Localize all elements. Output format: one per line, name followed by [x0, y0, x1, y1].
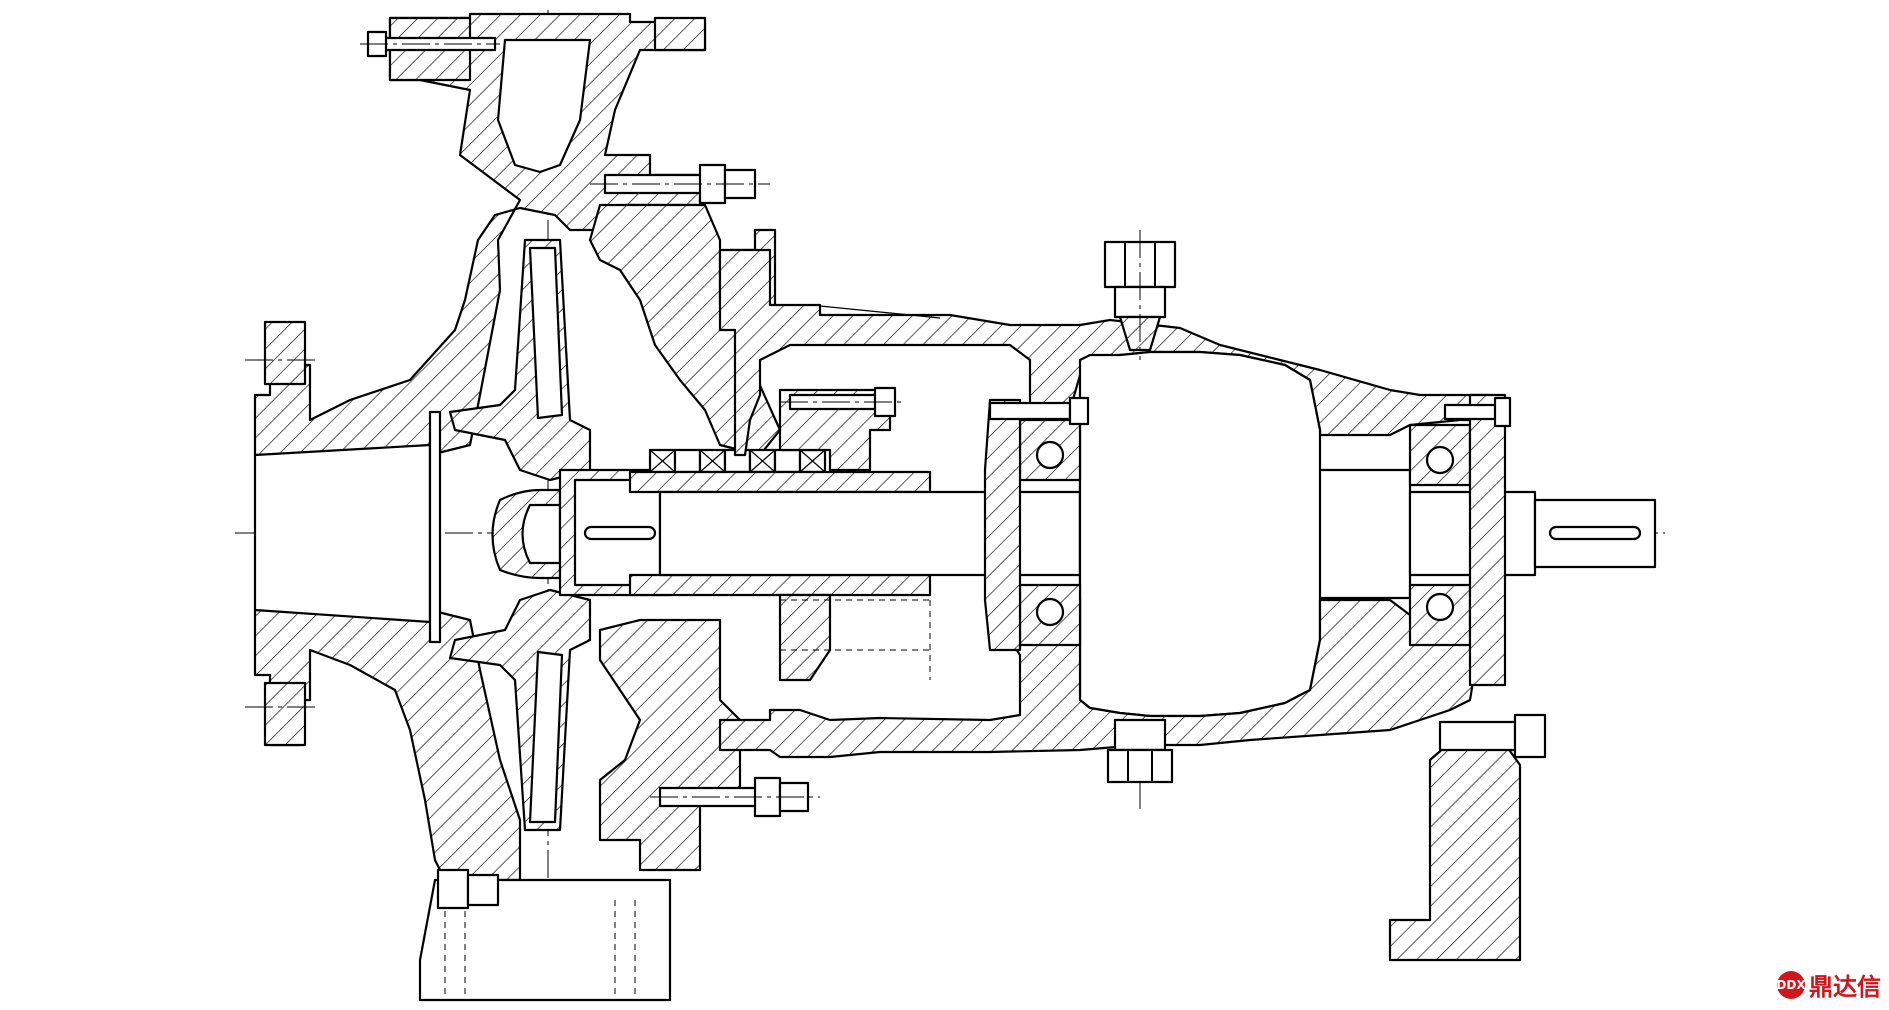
stud-line [819, 305, 941, 319]
casing-support-hidden-lines [444, 900, 636, 1000]
casing-support-foot [418, 878, 672, 1002]
watermark-text: 鼎达信 [1809, 973, 1881, 1001]
casing-foot-bolt [436, 868, 500, 910]
suction-inlet-bore [253, 443, 432, 624]
volute-casing-upper [253, 12, 707, 457]
impeller-vane-upper [528, 246, 564, 420]
foot-bolt-nut [1513, 713, 1547, 759]
cover-bolt-upper [590, 163, 770, 205]
hidden-lines-cover [780, 599, 931, 680]
wear-ring-plate [428, 410, 442, 644]
discharge-flange-right [653, 16, 707, 52]
bearing-cover-motor-end [1468, 393, 1507, 687]
oil-filler-plug [1103, 230, 1177, 360]
dingdaxin-logo-icon: DDX [1776, 970, 1806, 999]
cover-bolt-lower [650, 776, 820, 818]
casing-cover-lower [598, 618, 742, 872]
impeller-vane-lower [528, 650, 564, 824]
impeller-key [583, 525, 657, 541]
bearing-cover-bolt-pump-end [988, 396, 1090, 426]
shaft-sleeve-lower [628, 573, 932, 597]
support-foot [1388, 723, 1522, 962]
discharge-flange-bolt [360, 30, 500, 58]
gland-bolt [780, 386, 905, 418]
keyway [1548, 525, 1642, 541]
bearing-cavity [1078, 350, 1322, 718]
bearing-frame-lower [718, 596, 1482, 759]
impeller-nut-cap [521, 503, 562, 565]
suction-flange-lower [263, 681, 307, 747]
gland-lower [778, 593, 832, 682]
bearing-motor-end [1408, 423, 1472, 647]
volute-passage-upper [496, 38, 592, 174]
watermark: DDX 鼎达信 [1776, 967, 1881, 1002]
bearing-cover-pump-end [983, 398, 1022, 652]
bearing-cover-bolt-motor-end [1443, 396, 1512, 428]
foot-bolt [1438, 720, 1517, 752]
oil-drain-plug [1106, 718, 1174, 784]
shaft-sleeve-upper [628, 470, 932, 494]
bearing-pump-end [1018, 418, 1082, 647]
suction-flange-upper [263, 320, 307, 386]
